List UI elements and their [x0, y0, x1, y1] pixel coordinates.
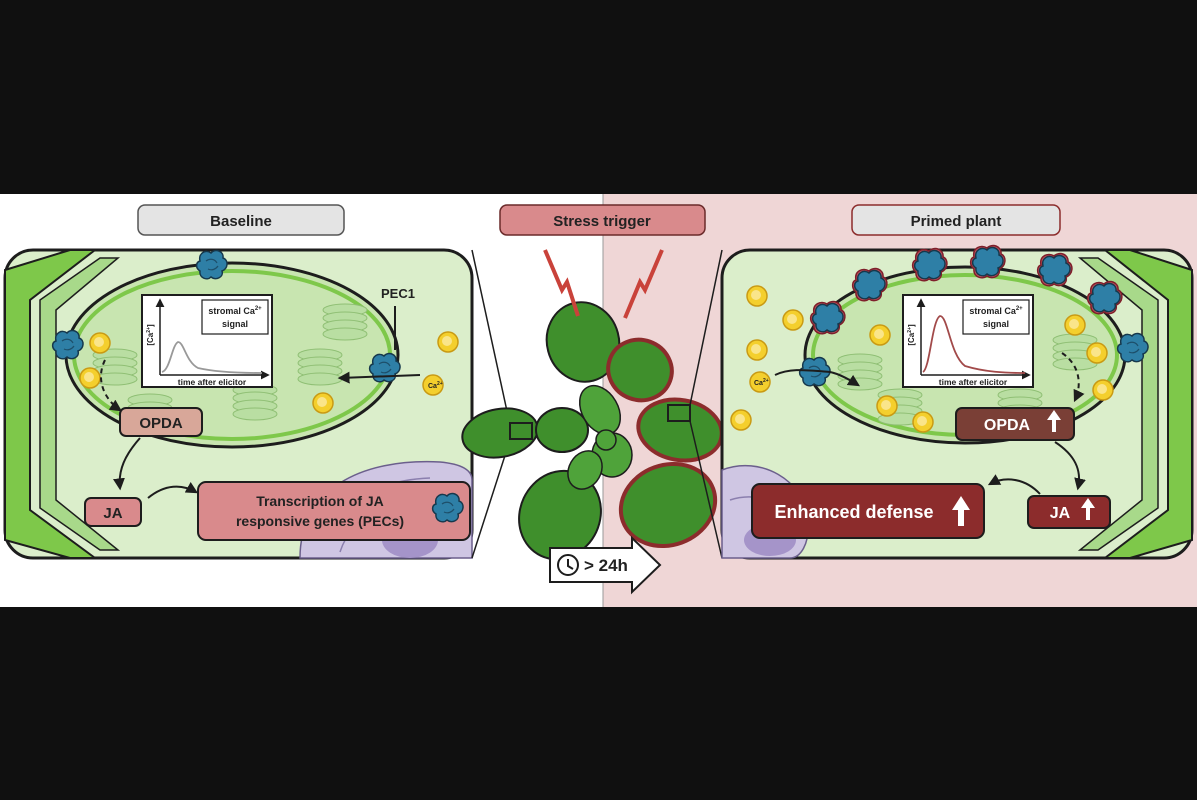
calcium-ion-icon: [746, 339, 768, 361]
calcium-ion-icon: [312, 392, 334, 414]
svg-text:Baseline: Baseline: [210, 213, 272, 230]
calcium-ion-icon: [912, 411, 934, 433]
svg-text:time after elicitor: time after elicitor: [178, 377, 247, 387]
protein-icon: [195, 249, 228, 280]
baseline-title-pill: Baseline: [137, 204, 345, 236]
calcium-ion-icon: [730, 409, 752, 431]
pec1-label: PEC1: [381, 286, 415, 301]
stress-trigger-pill: Stress trigger: [499, 204, 706, 236]
calcium-ion-icon: [89, 332, 111, 354]
protein-icon: [911, 247, 948, 282]
svg-text:OPDA: OPDA: [984, 417, 1031, 434]
svg-text:Enhanced defense: Enhanced defense: [774, 502, 933, 522]
protein-icon: [851, 267, 888, 302]
svg-text:stromal Ca2+: stromal Ca2+: [208, 306, 262, 316]
svg-text:responsive genes (PECs): responsive genes (PECs): [236, 513, 404, 529]
enhanced-defense-box: [751, 483, 985, 539]
protein-icon: [51, 329, 84, 360]
svg-text:Transcription of JA: Transcription of JA: [256, 493, 384, 509]
transcription-box: [197, 481, 471, 541]
calcium-ion-icon: [746, 285, 768, 307]
protein-icon: [431, 492, 464, 523]
lightning-bolt-icon: [623, 249, 664, 319]
svg-text:[Ca2+]: [Ca2+]: [907, 324, 916, 346]
primed-plant-title-pill: Primed plant: [851, 204, 1061, 236]
lightning-bolt-icon: [543, 249, 580, 317]
svg-text:signal: signal: [222, 319, 248, 329]
calcium-signal-inset-baseline: stromal Ca2+ signal [Ca2+] time after el…: [141, 294, 273, 388]
svg-text:JA: JA: [1050, 505, 1071, 522]
calcium-ion-icon: [79, 367, 101, 389]
calcium-signal-inset-primed: stromal Ca2+ signal [Ca2+] time after el…: [902, 294, 1034, 388]
calcium-ion-icon: [782, 309, 804, 331]
svg-text:stromal Ca2+: stromal Ca2+: [969, 306, 1023, 316]
calcium-ion-icon: [1064, 314, 1086, 336]
up-arrow-icon: [1047, 410, 1061, 432]
clock-icon: [557, 554, 579, 576]
svg-text:JA: JA: [103, 505, 122, 522]
svg-text:Primed plant: Primed plant: [911, 213, 1002, 230]
svg-text:Stress trigger: Stress trigger: [553, 213, 651, 230]
primed-cell: Ca2+ stromal Ca2+ signal [Ca2+] time aft…: [720, 244, 1194, 560]
opda-box-primed: [955, 407, 1075, 441]
up-arrow-icon: [1081, 498, 1095, 520]
svg-text:time after elicitor: time after elicitor: [939, 377, 1008, 387]
protein-icon: [1086, 280, 1123, 315]
svg-text:signal: signal: [983, 319, 1009, 329]
svg-text:> 24h: > 24h: [584, 556, 628, 575]
calcium-ion-icon: [869, 324, 891, 346]
calcium-ion-icon: [1086, 342, 1108, 364]
calcium-ion-label: Ca2+: [754, 378, 769, 387]
calcium-ion-icon: [437, 331, 459, 353]
svg-text:[Ca2+]: [Ca2+]: [146, 324, 155, 346]
calcium-ion-icon: [876, 395, 898, 417]
ja-box-baseline: [84, 497, 142, 527]
protein-icon: [809, 300, 846, 335]
svg-text:OPDA: OPDA: [139, 415, 183, 432]
protein-icon: [1116, 332, 1149, 363]
up-arrow-icon: [952, 496, 970, 526]
opda-box-baseline: [119, 407, 203, 437]
calcium-ion-icon: [1092, 379, 1114, 401]
rosette-plant: [461, 301, 724, 561]
calcium-ion-label: Ca2+: [428, 381, 443, 390]
time-arrow: > 24h: [549, 535, 662, 595]
protein-icon: [1036, 252, 1073, 287]
protein-icon: [969, 244, 1006, 279]
baseline-cell: Ca2+ PEC1 stromal Ca2+ signal [Ca2+] tim…: [3, 248, 474, 560]
